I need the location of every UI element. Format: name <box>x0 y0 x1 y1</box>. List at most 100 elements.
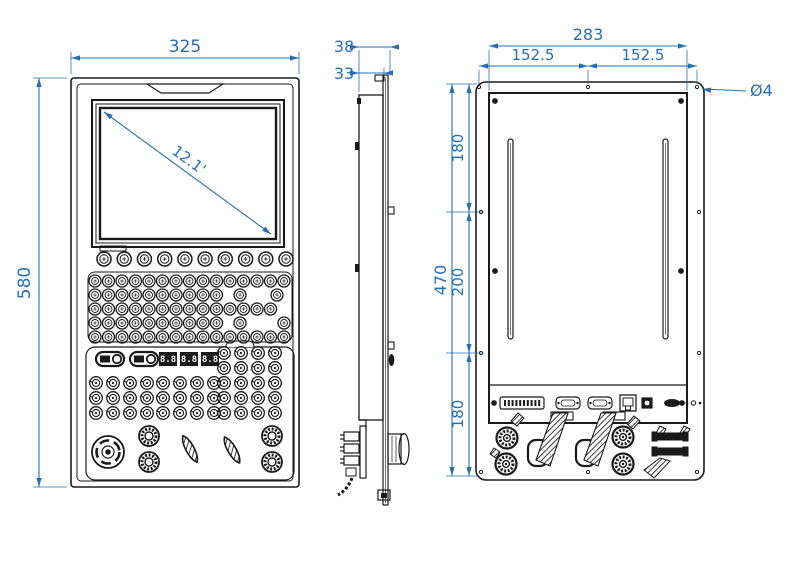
mounting-plate <box>475 81 705 481</box>
key-button <box>209 330 224 344</box>
mounting-hole <box>696 350 702 356</box>
key-button <box>115 302 129 316</box>
side-stud-top <box>357 98 361 104</box>
key-button <box>250 330 264 344</box>
key-button <box>182 288 197 302</box>
key-button <box>169 316 183 330</box>
control-button <box>173 406 187 420</box>
key-button <box>169 302 183 316</box>
screen <box>98 106 278 241</box>
terminal-block <box>499 396 545 410</box>
mounting-hole <box>478 469 484 475</box>
dimension-arrows <box>36 43 712 487</box>
mini-connector <box>664 399 680 407</box>
screen-latch <box>99 245 127 252</box>
key-button <box>277 316 291 330</box>
screw <box>678 98 684 104</box>
control-button <box>268 346 282 360</box>
key-button <box>233 316 247 330</box>
key-button <box>196 274 210 288</box>
function-button <box>258 251 274 267</box>
key-button <box>115 316 129 330</box>
function-button <box>177 251 193 267</box>
function-button <box>197 251 213 267</box>
control-button <box>207 376 221 390</box>
segment-display-3-value: 8.8 <box>202 355 218 365</box>
back-view <box>475 81 705 481</box>
side-mount-tab-1 <box>387 206 395 215</box>
control-button <box>251 376 265 390</box>
key-button <box>101 302 116 316</box>
side-chassis <box>358 94 384 421</box>
control-button <box>123 376 137 390</box>
key-button <box>88 330 102 344</box>
key-button <box>155 274 170 288</box>
segment-display-1: 8.8 <box>159 352 177 366</box>
control-button <box>140 406 154 420</box>
dim-back-lower: 180 <box>449 400 467 429</box>
side-rear-connectors <box>337 419 367 497</box>
control-button <box>251 361 265 375</box>
key-button <box>128 330 143 344</box>
screw <box>678 268 684 274</box>
key-button <box>250 302 264 316</box>
side-view <box>337 74 410 506</box>
rotary-knobs <box>181 434 241 465</box>
key-button <box>142 274 156 288</box>
key-button <box>182 330 197 344</box>
indicator-dot-2 <box>698 401 702 405</box>
key-button <box>277 330 291 344</box>
dim-front-height: 580 <box>15 267 35 299</box>
key-button <box>155 288 170 302</box>
circular-connector <box>494 452 518 476</box>
control-button <box>251 391 265 405</box>
key-button <box>128 288 143 302</box>
function-button <box>278 251 294 267</box>
mounting-hole <box>696 209 702 215</box>
control-button <box>217 376 231 390</box>
push-button <box>261 425 283 447</box>
control-button <box>123 406 137 420</box>
control-button <box>207 391 221 405</box>
key-button <box>128 302 143 316</box>
key-button <box>128 316 143 330</box>
control-button <box>251 406 265 420</box>
front-panel-outline <box>70 77 300 488</box>
control-button <box>173 376 187 390</box>
key-button <box>182 274 197 288</box>
control-button <box>234 361 248 375</box>
control-button <box>190 376 204 390</box>
circular-connectors <box>494 425 635 476</box>
key-button <box>209 274 224 288</box>
rj45-port <box>619 394 637 412</box>
control-button <box>217 361 231 375</box>
toggle-switch-1 <box>94 350 126 368</box>
screw <box>679 400 685 406</box>
power-inlet <box>641 397 653 409</box>
key-button <box>196 302 210 316</box>
indicator-ring <box>690 400 697 406</box>
key-button <box>169 330 183 344</box>
key-button <box>101 274 116 288</box>
key-button <box>236 274 251 288</box>
dim-back-hole-right: 152.5 <box>622 46 665 64</box>
key-button <box>169 288 183 302</box>
control-button <box>268 361 282 375</box>
vesa-rail-left <box>507 138 514 340</box>
control-button <box>106 391 120 405</box>
segment-display-1-value: 8.8 <box>160 355 176 365</box>
control-button <box>156 406 170 420</box>
front-view: 8.8 8.8 8.8 <box>70 77 300 488</box>
vesa-rail-right <box>662 138 669 340</box>
key-button <box>223 302 237 316</box>
mounting-hole <box>585 469 591 475</box>
key-button <box>115 274 129 288</box>
control-button <box>234 391 248 405</box>
key-button <box>115 330 129 344</box>
side-stud-2 <box>355 264 359 272</box>
circular-connector <box>611 425 635 449</box>
dim-back-upper: 180 <box>449 134 467 163</box>
key-button <box>263 302 278 316</box>
control-button <box>173 391 187 405</box>
key-button <box>263 274 278 288</box>
